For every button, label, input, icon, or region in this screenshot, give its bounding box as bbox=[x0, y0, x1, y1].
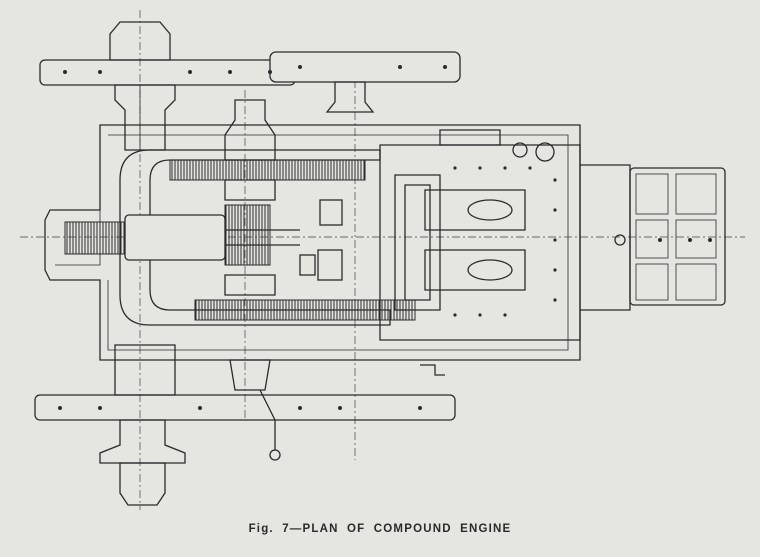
tank-box bbox=[629, 167, 726, 306]
figure-caption: Fig. 7—PLAN OF COMPOUND ENGINE bbox=[248, 523, 512, 535]
bottom-axle bbox=[34, 344, 456, 506]
cylinder-block bbox=[379, 129, 631, 341]
top-axle bbox=[39, 21, 461, 151]
gear-train bbox=[64, 99, 416, 321]
